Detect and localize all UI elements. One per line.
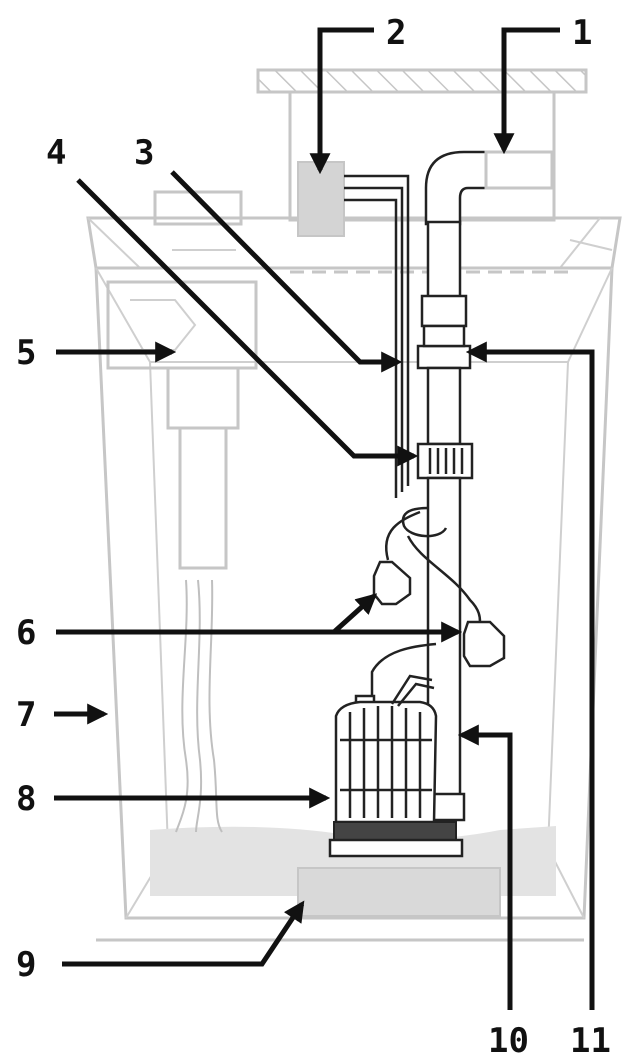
lid-frame [288,90,556,222]
arrow-9 [62,900,305,967]
callout-8: 8 [16,779,36,819]
callout-6: 6 [16,613,36,653]
power-cord [344,174,410,486]
arrow-4 [76,178,419,467]
discharge-elbow [424,150,490,226]
arrow-10 [457,724,513,1010]
callout-7: 7 [16,695,36,735]
inlet-tee [106,280,258,370]
discharge-pipe [416,150,554,822]
outlet-pipe [484,150,554,190]
callout-3: 3 [134,133,154,173]
pump-base-grate [333,821,457,841]
inlet-drop-pipe [178,426,228,570]
float-switch-lower [462,620,506,668]
arrow-6a [56,593,378,635]
float-switches [370,506,506,700]
inlet-pipe [106,190,258,833]
callout-9: 9 [16,945,36,985]
upper-pipe [426,220,462,302]
callout-11: 11 [570,1021,611,1061]
pump-housing [334,700,438,824]
callout-4: 4 [46,133,66,173]
arrow-3 [170,170,403,373]
basin-lid [256,68,588,94]
check-valve [416,344,472,370]
pump [328,674,464,858]
control-box [297,161,345,237]
callout-2: 2 [386,13,406,53]
callout-5: 5 [16,333,36,373]
arrow-1 [493,27,560,155]
rubber-coupling [420,294,468,328]
callout-labels: 1 2 3 4 5 6 7 8 9 10 11 [16,13,611,1061]
pump-stand [297,867,501,917]
inlet-cap [153,190,243,226]
pump-base [328,838,464,858]
inlet-coupling [166,366,240,430]
float-switch-upper [372,560,412,606]
arrow-11 [465,341,595,1010]
callout-arrows [54,27,595,1010]
water-stream [175,579,189,833]
callout-1: 1 [572,13,592,53]
arrow-2 [309,27,374,175]
callout-10: 10 [488,1021,529,1061]
